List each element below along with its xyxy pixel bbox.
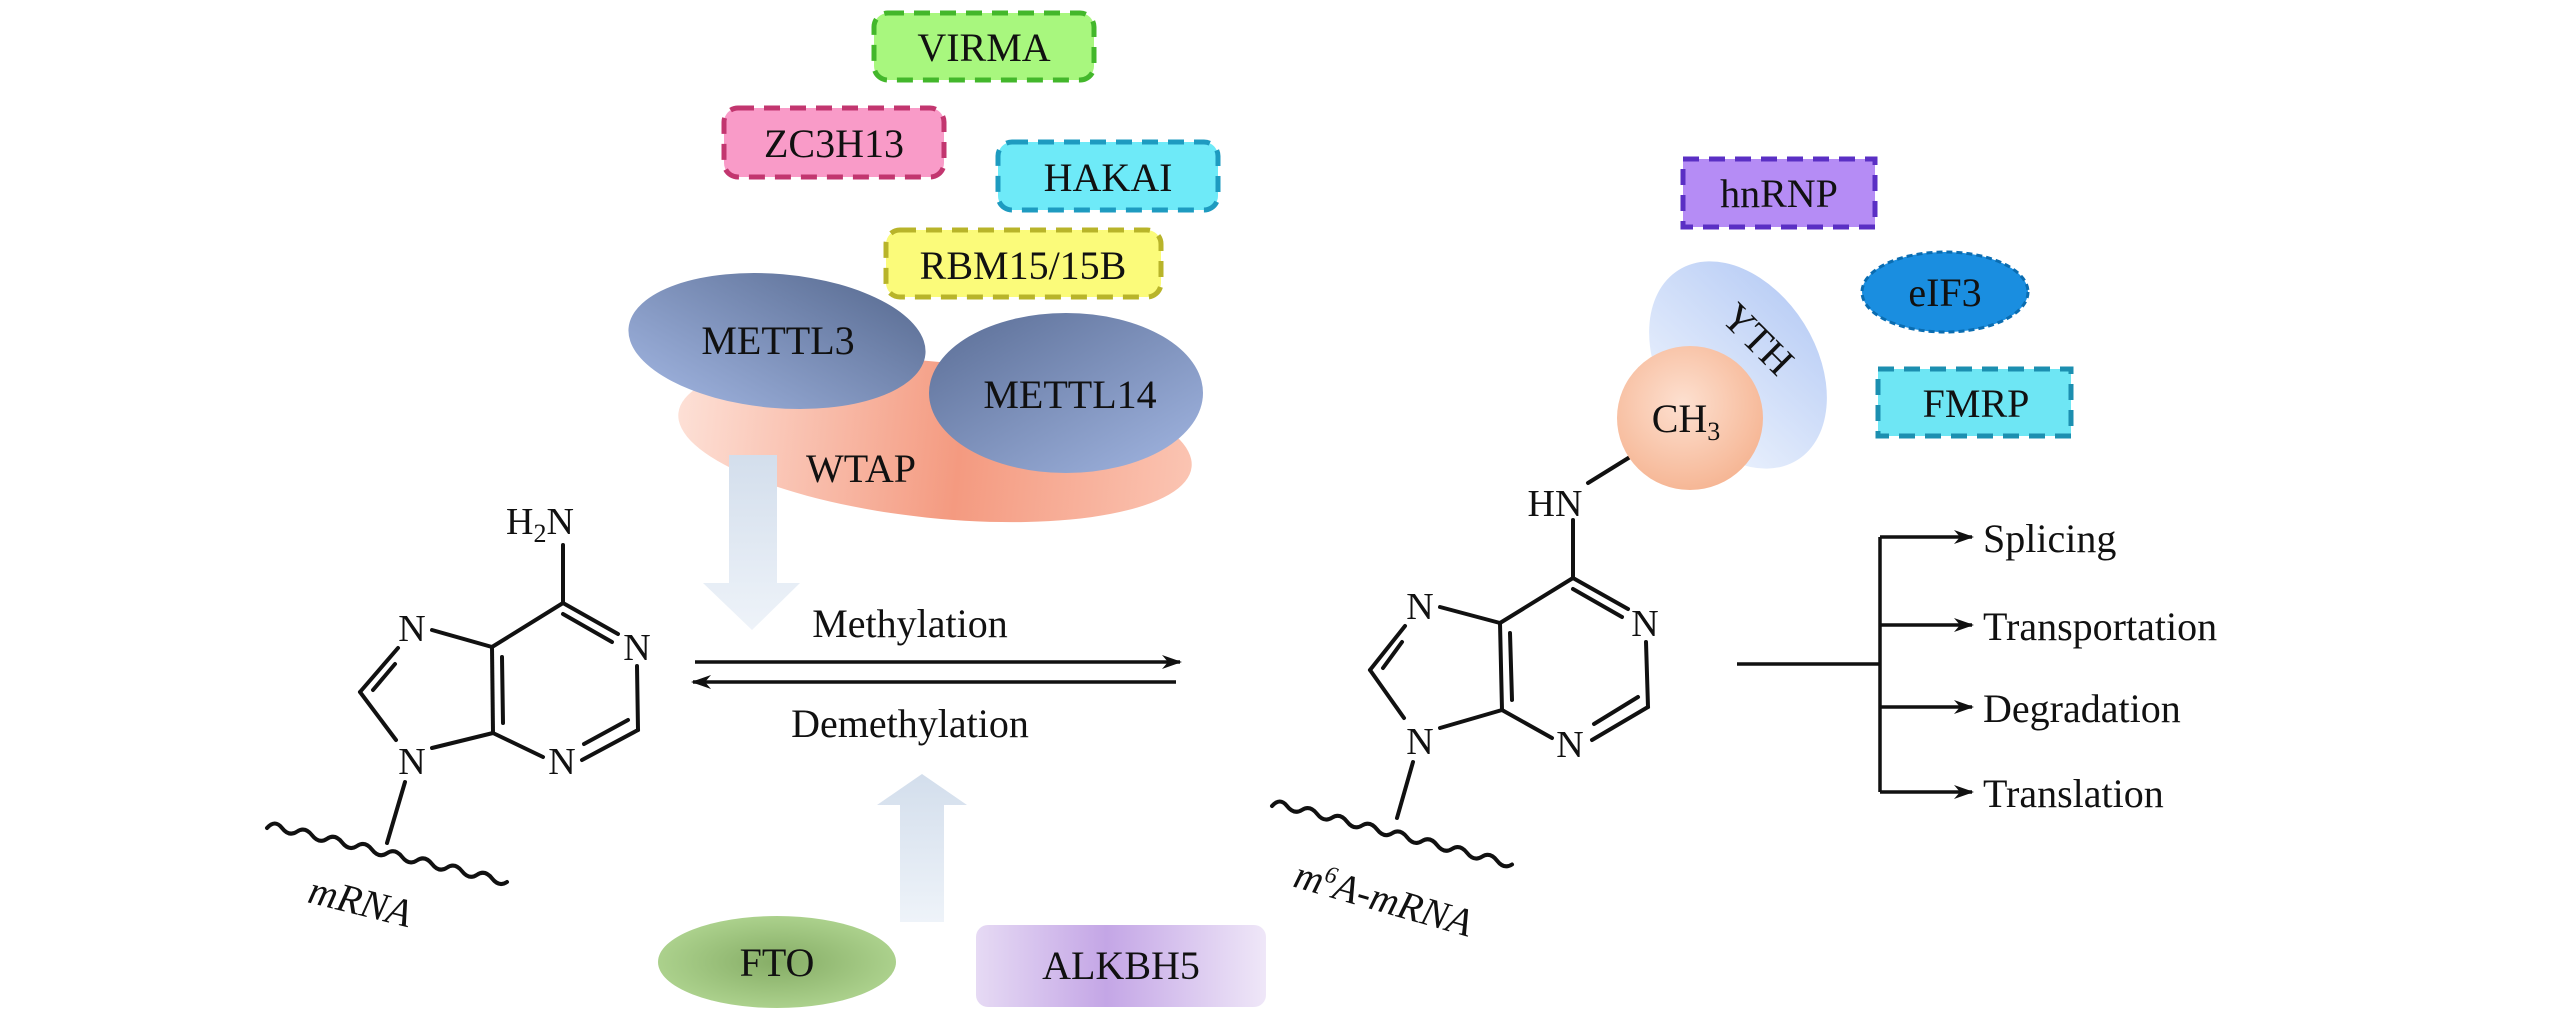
mettl14-node[interactable]: METTL14 bbox=[929, 313, 1203, 473]
degradation-label: Degradation bbox=[1983, 686, 2181, 731]
eif3-shape bbox=[1860, 250, 2030, 334]
hn-label: HN bbox=[1528, 483, 1583, 525]
alkbh5-node[interactable]: ALKBH5 bbox=[976, 925, 1266, 1007]
hakai-box-shape bbox=[995, 139, 1221, 213]
fto-shape bbox=[658, 916, 896, 1008]
m6a-n1-label: N bbox=[1631, 603, 1658, 645]
adenine-molecule: H2N N N N N mRNA bbox=[265, 501, 651, 936]
mrna-strand bbox=[265, 821, 509, 887]
n9-label: N bbox=[398, 741, 425, 783]
fto-node[interactable]: FTO bbox=[658, 916, 896, 1008]
wtap-label: WTAP bbox=[806, 446, 916, 491]
rbm15-label: RBM15/15B bbox=[920, 243, 1127, 288]
hakai-box[interactable]: HAKAI bbox=[995, 139, 1221, 213]
writer-complex: VIRMA ZC3H13 HAKAI RBM15/15B WTAP METTL3… bbox=[623, 10, 1221, 523]
n3-label: N bbox=[548, 741, 575, 783]
rbm15-box-shape bbox=[883, 227, 1164, 300]
mettl14-shape bbox=[929, 313, 1203, 473]
virma-box-shape bbox=[871, 10, 1097, 83]
outcome-transportation[interactable]: Transportation bbox=[1880, 604, 2217, 649]
outcome-degradation[interactable]: Degradation bbox=[1880, 686, 2181, 731]
fmrp-label: FMRP bbox=[1923, 381, 2030, 426]
mettl3-label: METTL3 bbox=[701, 318, 854, 363]
mettl14-label: METTL14 bbox=[983, 372, 1156, 417]
m6a-n7-label: N bbox=[1406, 586, 1433, 628]
ch3-node[interactable]: CH3 bbox=[1617, 346, 1763, 490]
m6a-mrna-strand bbox=[1270, 799, 1514, 869]
alkbh5-label: ALKBH5 bbox=[1042, 943, 1200, 988]
amine-label: H2N bbox=[506, 501, 574, 548]
fto-label: FTO bbox=[740, 940, 815, 985]
mrna-label: mRNA bbox=[304, 867, 417, 936]
outcome-splicing[interactable]: Splicing bbox=[1880, 516, 2116, 561]
outcome-branches: Splicing Transportation Degradation Tran… bbox=[1737, 516, 2217, 816]
eraser-up-arrow bbox=[877, 774, 967, 922]
m6a-molecule: HN N N N N m6A-mRNA bbox=[1270, 455, 1659, 946]
eif3-label: eIF3 bbox=[1908, 270, 1981, 315]
zc3h13-box-shape bbox=[721, 105, 947, 180]
ch3-label: CH3 bbox=[1652, 396, 1721, 446]
fmrp-box-shape bbox=[1875, 366, 2074, 439]
m6a-bonds bbox=[1368, 455, 1650, 820]
adenine-bonds bbox=[358, 543, 640, 845]
m6a-mrna-label: m6A-mRNA bbox=[1289, 852, 1478, 946]
eif3-node[interactable]: eIF3 bbox=[1860, 250, 2030, 334]
hnrnp-box[interactable]: hnRNP bbox=[1680, 156, 1878, 230]
mettl3-shape bbox=[628, 273, 926, 409]
m6a-n3-label: N bbox=[1556, 724, 1583, 766]
demethylation-label: Demethylation bbox=[791, 701, 1029, 746]
alkbh5-shape bbox=[976, 925, 1266, 1007]
rbm15-box[interactable]: RBM15/15B bbox=[883, 227, 1164, 300]
ch3-shape bbox=[1617, 346, 1763, 490]
reaction-arrows: Methylation Demethylation bbox=[691, 601, 1182, 746]
translation-label: Translation bbox=[1983, 771, 2164, 816]
transportation-label: Transportation bbox=[1983, 604, 2217, 649]
methylation-label: Methylation bbox=[812, 601, 1008, 646]
fmrp-box[interactable]: FMRP bbox=[1875, 366, 2074, 439]
hnrnp-box-shape bbox=[1680, 156, 1878, 230]
zc3h13-box[interactable]: ZC3H13 bbox=[721, 105, 947, 180]
splicing-label: Splicing bbox=[1983, 516, 2116, 561]
hnrnp-label: hnRNP bbox=[1720, 171, 1838, 216]
virma-label: VIRMA bbox=[917, 25, 1050, 70]
outcome-translation[interactable]: Translation bbox=[1880, 771, 2164, 816]
hakai-label: HAKAI bbox=[1044, 155, 1173, 200]
reader-proteins: hnRNP eIF3 FMRP YTH CH3 bbox=[1617, 156, 2074, 490]
writer-down-arrow bbox=[703, 455, 800, 630]
m6a-n9-label: N bbox=[1406, 721, 1433, 763]
n7-label: N bbox=[398, 608, 425, 650]
n1-label: N bbox=[623, 627, 650, 669]
mettl3-node[interactable]: METTL3 bbox=[623, 261, 932, 420]
zc3h13-label: ZC3H13 bbox=[764, 121, 904, 166]
virma-box[interactable]: VIRMA bbox=[871, 10, 1097, 83]
